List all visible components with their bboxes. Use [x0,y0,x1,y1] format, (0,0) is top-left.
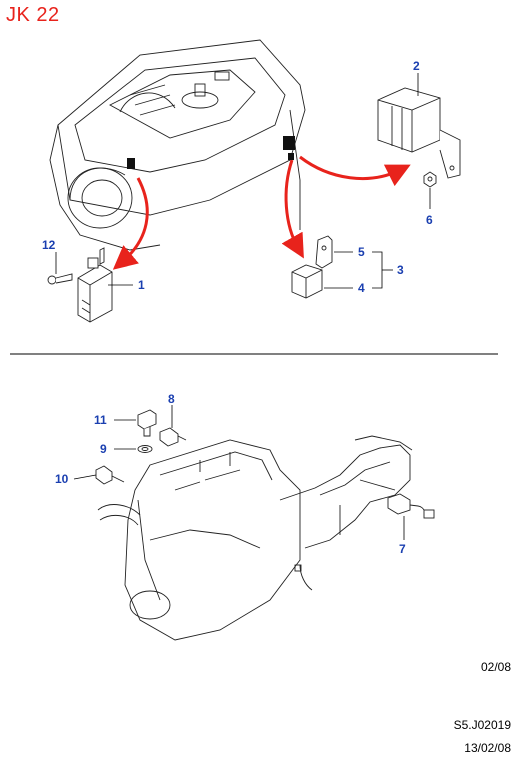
location-arrows [112,155,411,270]
callout-8: 8 [168,392,175,406]
callout-9: 9 [100,442,107,456]
part-9-washer [137,445,153,453]
part-1-relay [77,247,113,323]
footer-date-full: 13/02/08 [464,741,511,755]
callout-6: 6 [426,213,433,227]
part-6-nut [423,171,437,188]
part-2-module [377,87,461,179]
callout-2: 2 [413,59,420,73]
part-12-screw [47,273,73,285]
callout-11: 11 [94,413,107,427]
part-11-sensor [137,409,157,437]
part-4-relay [291,264,323,299]
part-7-sensor [387,493,435,519]
footer-code: S5.J02019 [453,718,511,732]
leader-lines-bottom [73,405,405,540]
callout-1: 1 [138,278,145,292]
callout-4: 4 [358,281,365,295]
vehicle-front-illustration [49,39,306,251]
callout-10: 10 [55,472,69,486]
footer-date-short: 02/08 [480,660,511,674]
callout-3: 3 [397,263,404,277]
leader-lines-top [55,73,431,289]
part-5-bracket [315,235,333,269]
diagram-title: JK 22 [6,4,60,26]
part-8-sensor [159,427,187,447]
callout-12: 12 [42,238,56,252]
callout-7: 7 [399,542,406,556]
part-10-sensor [95,465,125,485]
engine-gearbox-illustration [97,435,413,641]
relay-location-marker [283,136,295,160]
callout-5: 5 [358,245,365,259]
